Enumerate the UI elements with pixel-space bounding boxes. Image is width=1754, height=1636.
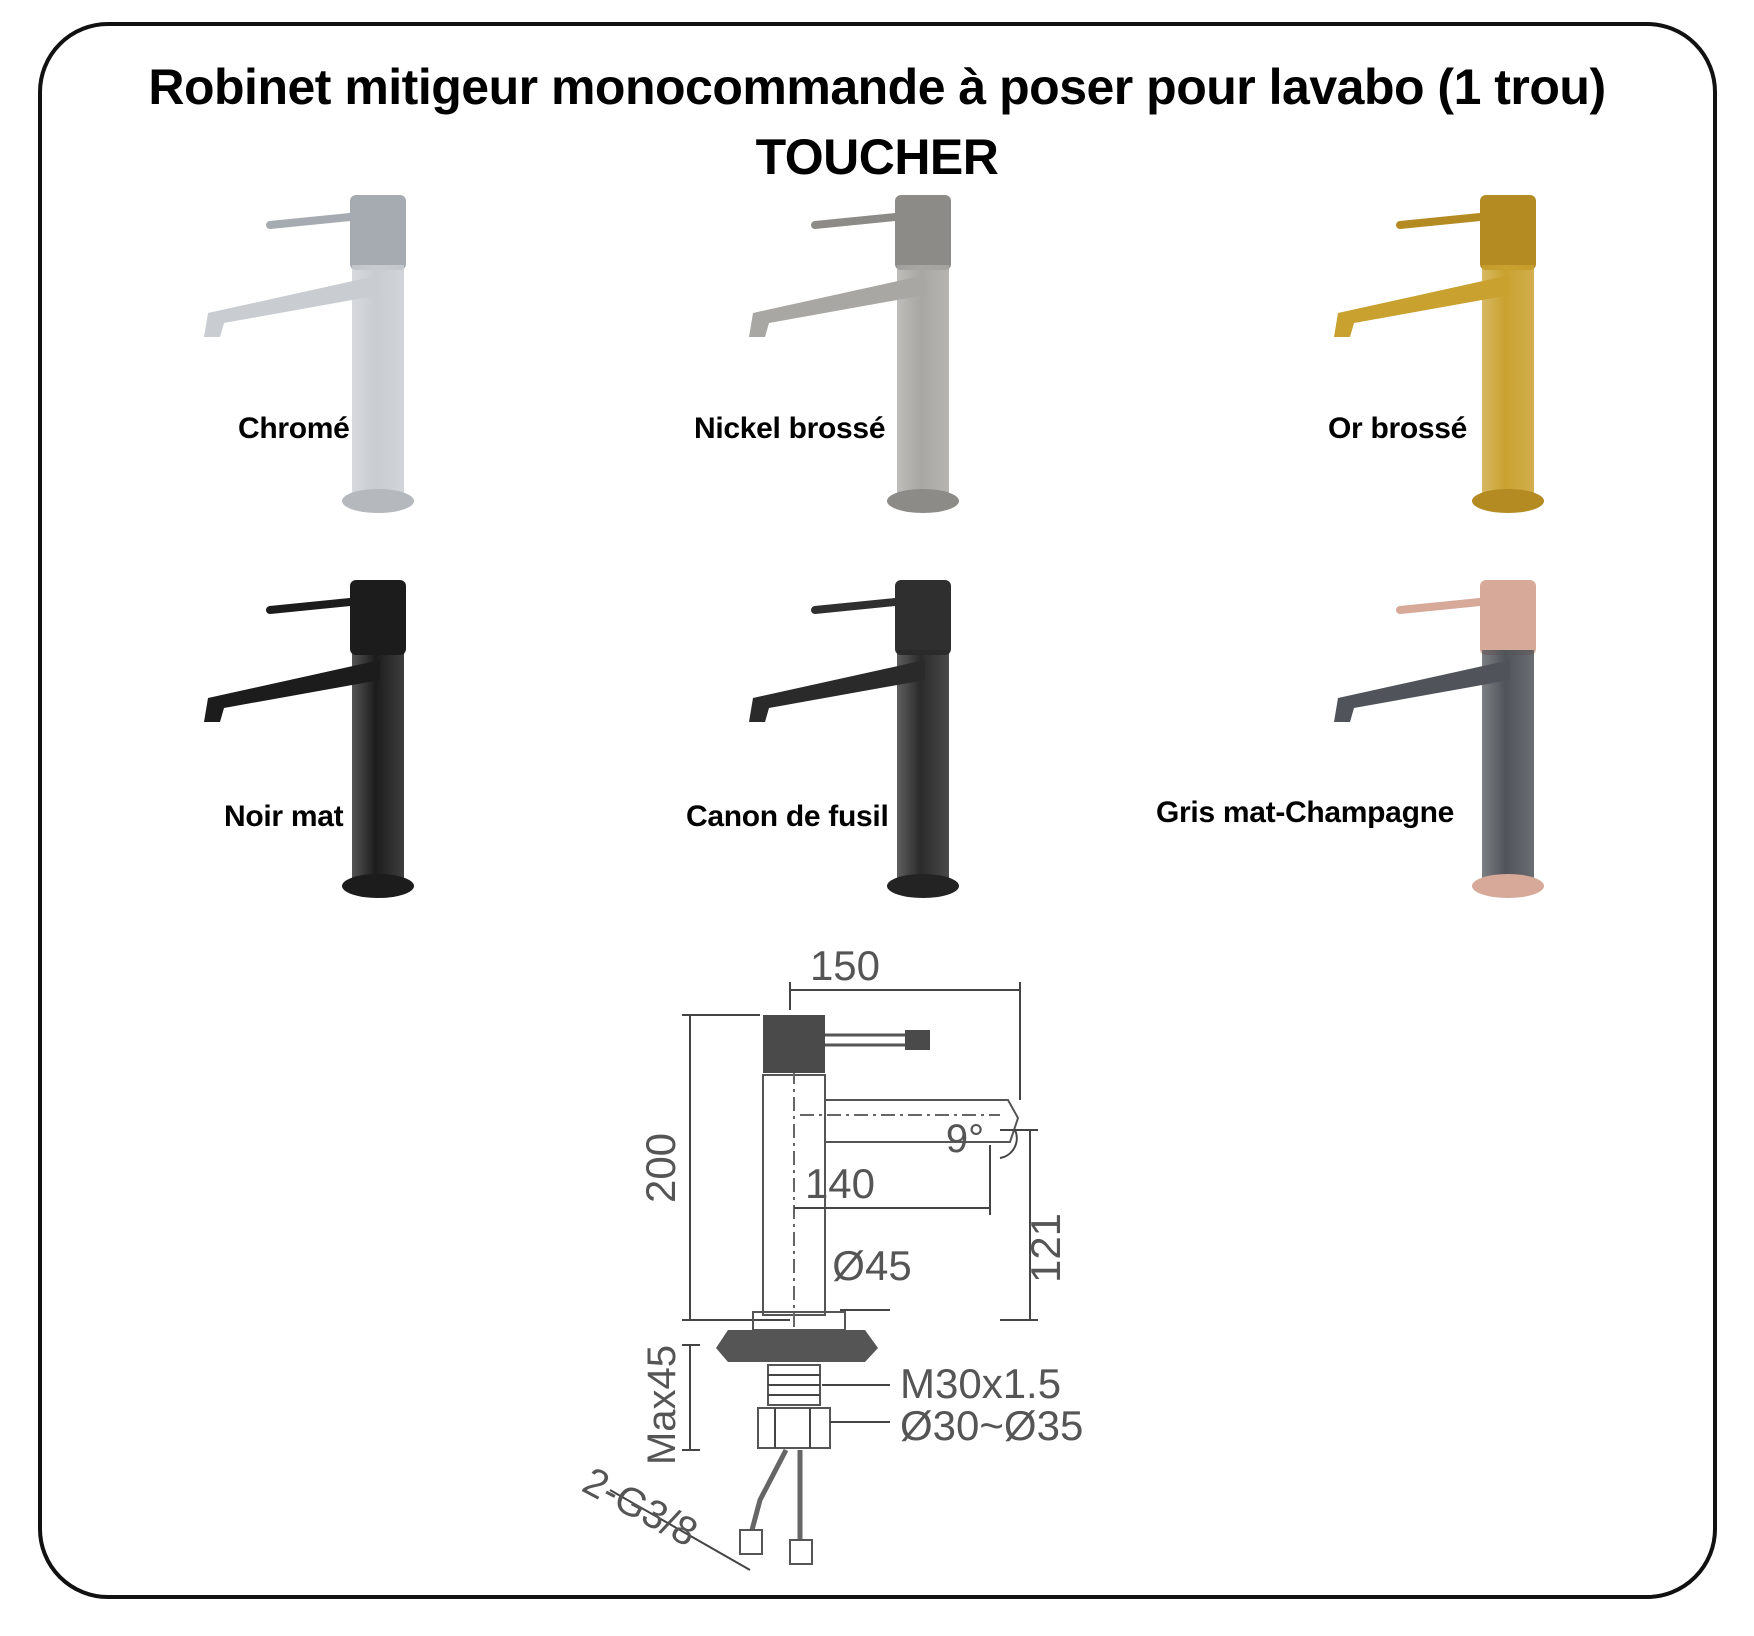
dim-label-121: 121 xyxy=(1022,1213,1069,1283)
finish-label-nickel-brosse: Nickel brossé xyxy=(694,412,886,445)
dim-label-d45: Ø45 xyxy=(832,1242,911,1289)
faucet-base xyxy=(887,489,959,513)
faucet-handle xyxy=(350,195,406,270)
dim-label-150: 150 xyxy=(810,942,880,989)
dim-label-m30: M30x1.5 xyxy=(900,1360,1061,1407)
faucet-image-gris-mat-champagne xyxy=(1334,580,1544,898)
faucet-image-noir-mat xyxy=(204,580,414,898)
faucet-spout xyxy=(749,275,925,337)
faucet-body xyxy=(1482,265,1534,497)
faucet-image-chrome xyxy=(204,195,414,513)
faucet-spout xyxy=(1334,275,1510,337)
finish-label-noir-mat: Noir mat xyxy=(224,800,344,833)
faucet-image-or-brosse xyxy=(1334,195,1544,513)
faucet-handle xyxy=(350,580,406,655)
finish-label-gris-mat-champagne: Gris mat-Champagne xyxy=(1156,796,1454,829)
dim-label-angle: 9° xyxy=(946,1117,984,1161)
faucet-body xyxy=(352,650,404,882)
faucet-base xyxy=(1472,489,1544,513)
page-title: Robinet mitigeur monocommande à poser po… xyxy=(148,59,1606,115)
faucet-handle xyxy=(895,580,951,655)
page-subtitle: TOUCHER xyxy=(755,129,999,185)
dim-label-140: 140 xyxy=(805,1160,875,1207)
faucet-base xyxy=(342,489,414,513)
faucet-body xyxy=(352,265,404,497)
faucet-base xyxy=(1472,874,1544,898)
faucet-body xyxy=(1482,650,1534,882)
faucet-handle xyxy=(1480,580,1536,655)
technical-drawing: 150 200 140 9° 121 Ø45 Max45 M30x1.5 Ø30… xyxy=(576,942,1083,1571)
faucet-spout xyxy=(204,275,380,337)
dim-label-200: 200 xyxy=(637,1133,684,1203)
faucet-spout xyxy=(749,660,925,722)
finish-label-chrome: Chromé xyxy=(238,412,350,445)
dim-label-d30: Ø30~Ø35 xyxy=(900,1402,1083,1449)
faucet-body xyxy=(897,650,949,882)
finish-label-canon-de-fusil: Canon de fusil xyxy=(686,800,889,833)
faucet-body xyxy=(897,265,949,497)
faucet-spout xyxy=(1334,660,1510,722)
faucet-image-nickel-brosse xyxy=(749,195,959,513)
faucet-base xyxy=(887,874,959,898)
faucet-handle xyxy=(895,195,951,270)
dim-label-g38: 2-G3/8 xyxy=(576,1459,705,1555)
faucet-base xyxy=(342,874,414,898)
faucet-spout xyxy=(204,660,380,722)
dim-label-max45: Max45 xyxy=(640,1345,684,1465)
finish-label-or-brosse: Or brossé xyxy=(1328,412,1468,445)
faucet-handle xyxy=(1480,195,1536,270)
page-border xyxy=(38,22,1717,1599)
faucet-image-canon-de-fusil xyxy=(749,580,959,898)
